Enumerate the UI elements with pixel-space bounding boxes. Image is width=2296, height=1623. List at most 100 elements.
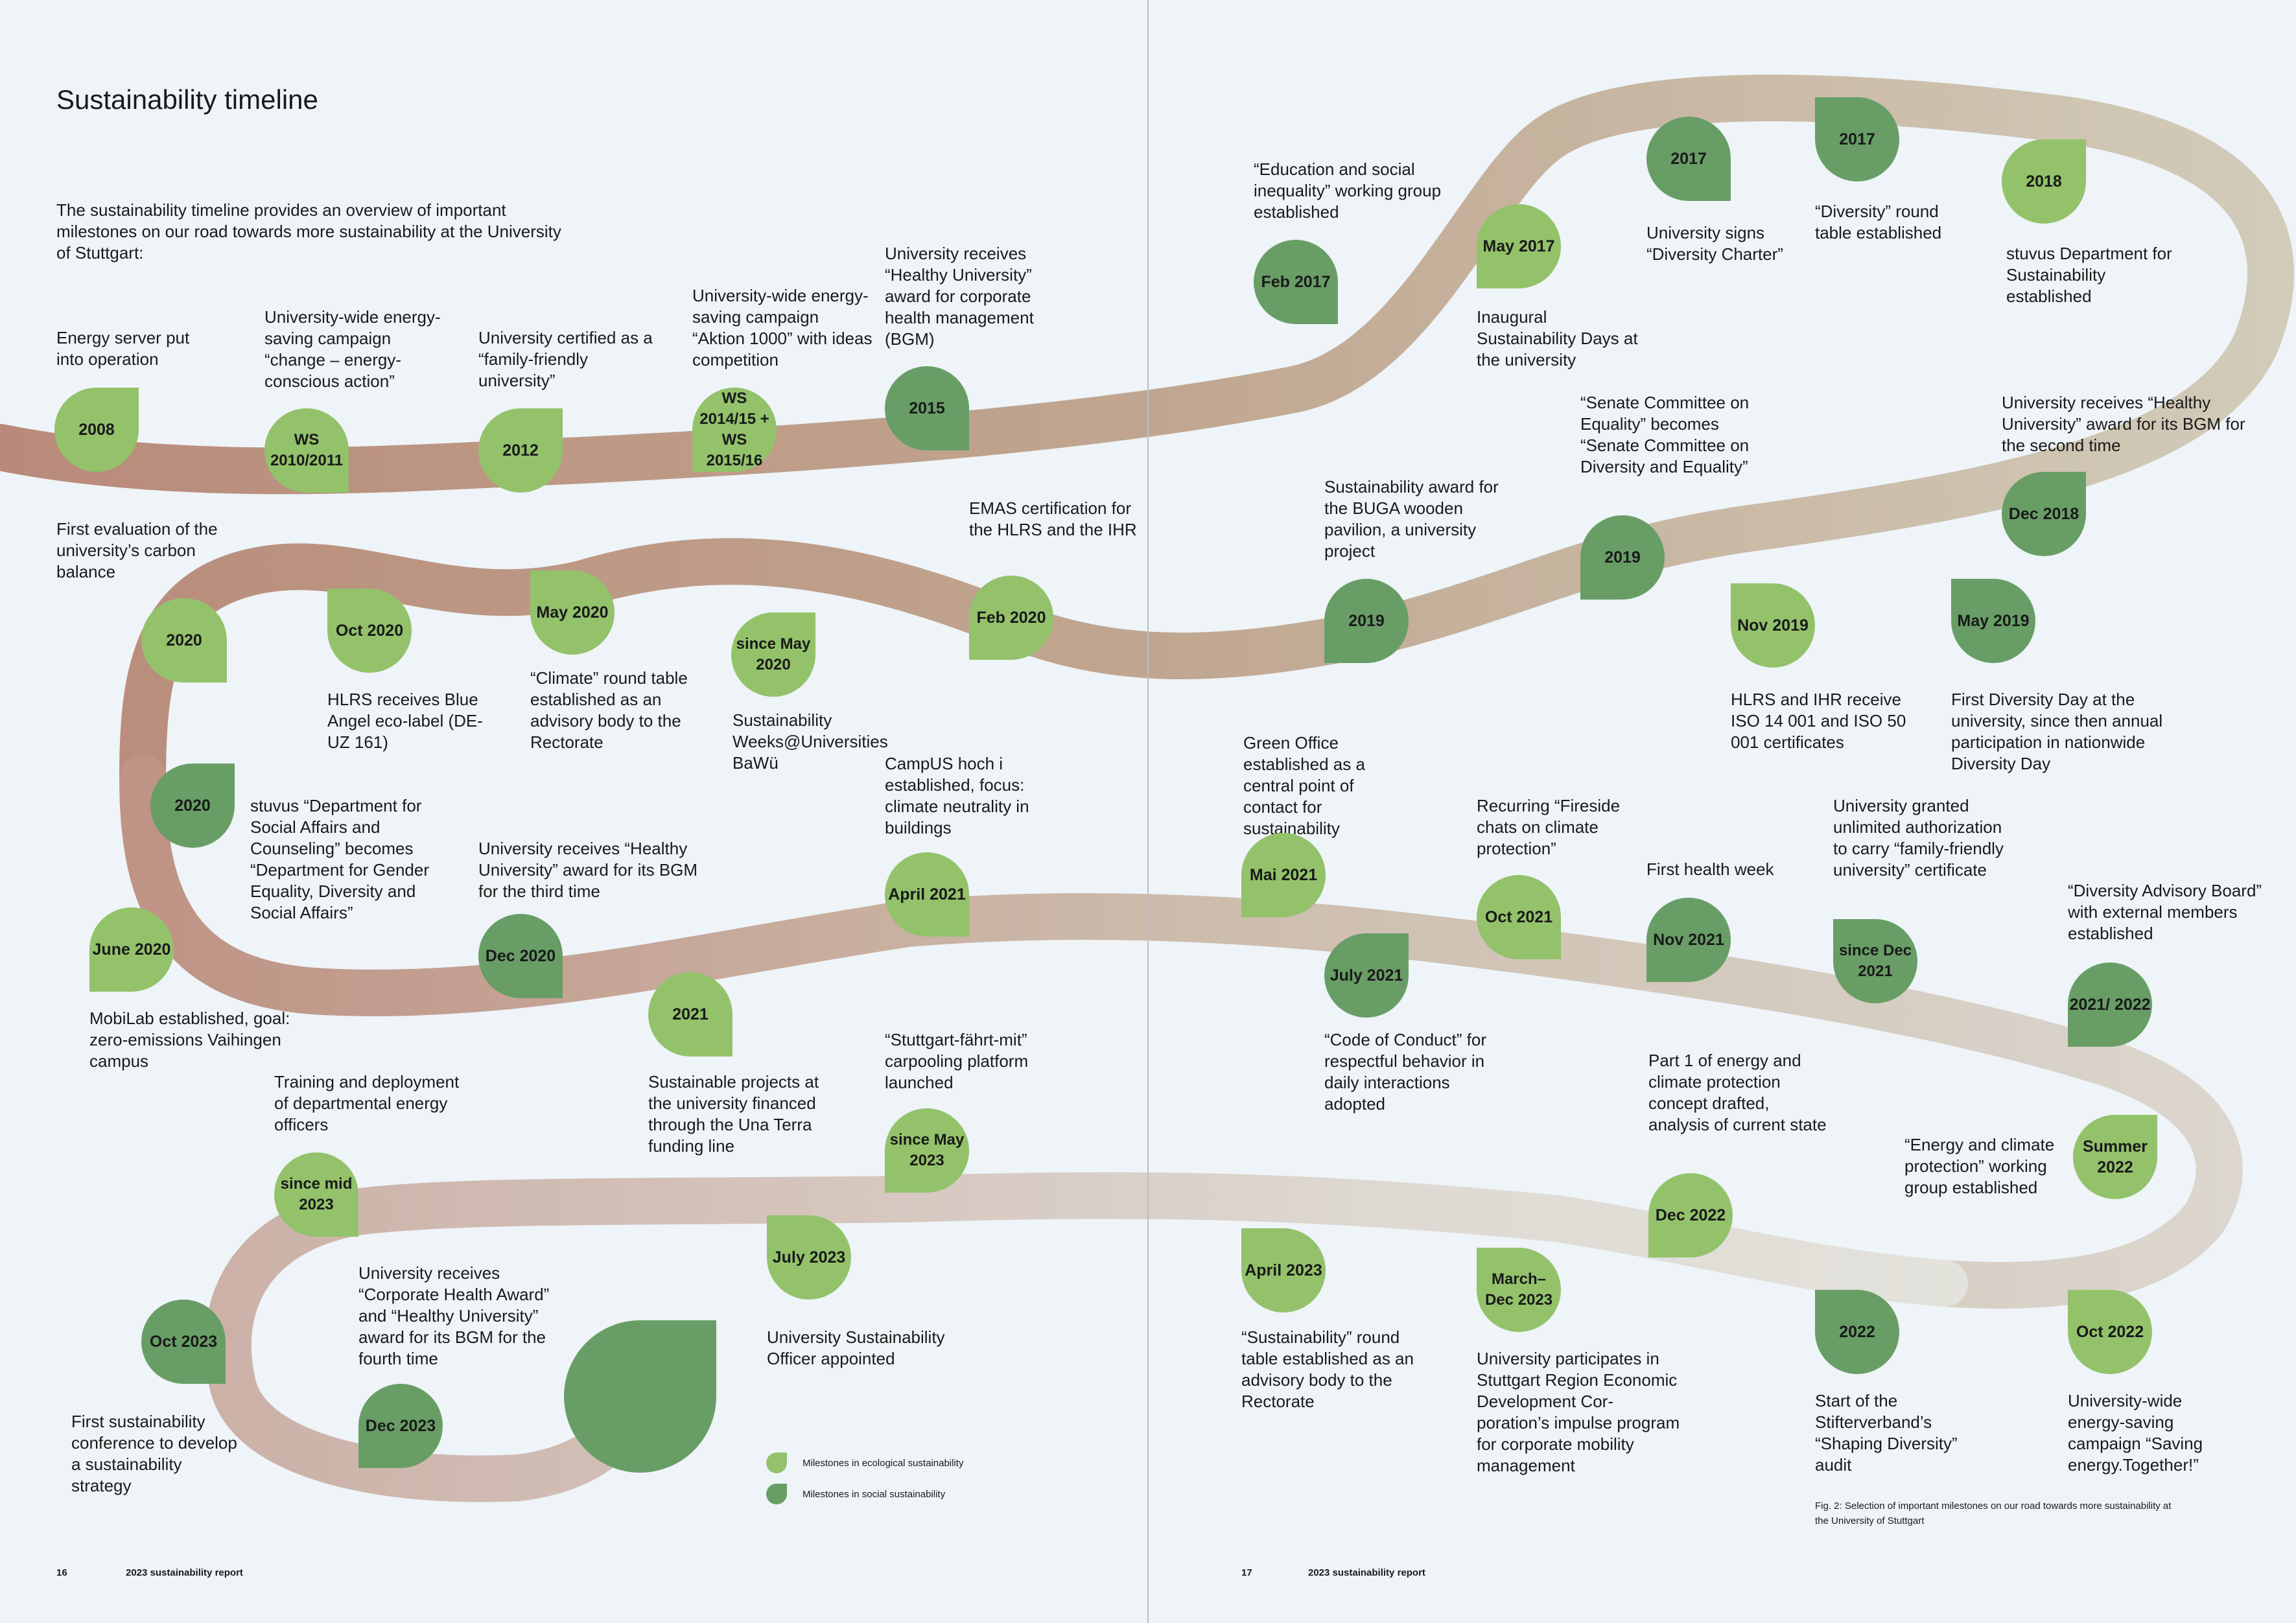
milestone-202122: 2021/ 2022 [2068,963,2152,1047]
text-april2023: “Sustainability” round table established… [1241,1327,1414,1411]
page-title: Sustainability timeline [56,84,318,115]
milestone-ws2014: WS 2014/15 + WS 2015/16 [692,388,777,472]
milestone-feb2020: Feb 2020 [969,576,1053,660]
road-end-marker [564,1320,716,1473]
text-since2023: “Stuttgart-fährt-mit” carpooling platfor… [885,1030,1029,1092]
road-segment-1 [0,75,2294,801]
milestone-since2021: since Dec 2021 [1833,919,1917,1003]
text-july2023: University Sustainability Officer appoin… [767,1327,945,1368]
milestone-since2020: since May 2020 [731,613,815,697]
milestone-march2023: March– Dec 2023 [1477,1248,1561,1332]
milestone-june2020: June 2020 [89,907,174,992]
legend-ecological-label: Milestones in ecological sustainability [802,1457,964,1469]
milestone-2019b: 2019 [1324,579,1409,663]
text-2019b: Sustainability award for the BUGA wooden… [1324,477,1499,561]
text-sincemid2023: Training and deployment of departmental … [274,1072,460,1134]
milestone-2018: 2018 [2002,139,2086,224]
page-fold [1147,0,1149,1623]
text-since2020: Sustainability Weeks@Universities BaWü [732,710,888,773]
text-may2019: First Diversity Day at the university, s… [1951,690,2163,773]
milestone-dec2022: Dec 2022 [1648,1173,1733,1257]
text-dec2018: University receives “Healthy University”… [2002,393,2245,455]
text-may2017: Inaugural Sustainability Days at the uni… [1477,307,1638,369]
road-segment-3 [204,1172,1968,1502]
text-april2021: CampUS hoch i established, focus: climat… [885,754,1029,837]
milestone-2017b: 2017 [1815,97,1899,181]
milestone-feb2017: Feb 2017 [1254,240,1338,324]
text-oct2020: HLRS receives Blue Angel eco-label (DE-U… [327,690,483,752]
milestone-nov2019: Nov 2019 [1731,583,1815,668]
legend-row-social: Milestones in social sustainability [766,1483,963,1505]
milestone-ws2010: WS 2010/2011 [264,408,349,493]
milestone-april2023: April 2023 [1241,1228,1326,1313]
milestone-may2017: May 2017 [1477,204,1561,288]
milestone-oct2023: Oct 2023 [141,1300,226,1384]
right-footer-title: 2023 sustainability report [1308,1567,1425,1578]
text-since2021: University granted unlimited authorizati… [1833,796,2004,880]
milestone-july2023: July 2023 [767,1215,851,1300]
milestone-april2021: April 2021 [885,852,969,937]
milestone-summer2022: Summer 2022 [2073,1115,2157,1199]
text-mai2021: Green Office established as a central po… [1243,733,1365,838]
text-march2023: University participates in Stuttgart Reg… [1477,1349,1680,1475]
milestone-since2023: since May 2023 [885,1108,969,1193]
milestone-sincemid2023: since mid 2023 [274,1152,358,1237]
text-feb2017: “Education and social inequality” workin… [1254,159,1442,222]
text-nov2019: HLRS and IHR receive ISO 14 001 and ISO … [1731,690,1906,752]
milestone-2008: 2008 [54,388,139,472]
milestone-oct2020: Oct 2020 [327,589,412,673]
text-may2020: “Climate” round table established as an … [530,668,688,752]
milestone-2012: 2012 [478,408,563,493]
left-footer-title: 2023 sustainability report [126,1567,243,1578]
milestone-nov2021: Nov 2021 [1646,898,1731,982]
milestone-mai2021: Mai 2021 [1241,833,1326,917]
text-2015: University receives “Healthy University”… [885,244,1034,349]
text-dec2023: University receives “Corporate Health Aw… [358,1263,550,1368]
text-oct2021: Recurring “Fireside chats on climate pro… [1477,796,1621,858]
text-summer2022: “Energy and climate protection” working … [1904,1135,2055,1197]
text-2017b: “Diversity” round table established [1815,202,1942,242]
text-dec2022: Part 1 of energy and climate protection … [1648,1051,1827,1134]
milestone-2020a: 2020 [141,598,227,683]
text-2022: Start of the Stifterverband’s “Shaping D… [1815,1391,1958,1475]
legend: Milestones in ecological sustainability … [766,1452,963,1514]
milestone-2019a: 2019 [1580,515,1665,600]
text-2020a: First evaluation of the university’s car… [56,519,218,581]
text-ws2014: University-wide energy-saving campaign “… [692,286,873,369]
text-june2020: MobiLab established, goal: zero-emission… [89,1009,290,1071]
legend-ecological-swatch [766,1453,787,1473]
text-2008: Energy server put into operation [56,328,190,369]
text-july2021: “Code of Conduct” for respectful behavio… [1324,1030,1487,1114]
milestone-dec2018: Dec 2018 [2002,472,2086,556]
legend-row-ecological: Milestones in ecological sustainability [766,1452,963,1474]
milestone-july2021: July 2021 [1324,933,1409,1018]
legend-social-swatch [766,1484,787,1504]
text-2012: University certified as a “family-friend… [478,328,653,390]
text-oct2023: First sustainability conference to devel… [71,1412,237,1495]
milestone-dec2023: Dec 2023 [358,1384,443,1468]
right-page-number: 17 [1241,1567,1252,1578]
milestone-oct2021: Oct 2021 [1477,875,1561,959]
milestone-may2020: May 2020 [530,570,615,655]
milestone-oct2022: Oct 2022 [2068,1290,2152,1374]
text-feb2020: EMAS certification for the HLRS and the … [969,498,1137,539]
text-2017a: University signs “Diversity Charter” [1646,223,1783,264]
milestone-may2019: May 2019 [1951,579,2035,663]
text-ws2010: University-wide energy-saving campaign “… [264,307,441,391]
text-dec2020: University receives “Healthy University”… [478,839,698,901]
left-page-number: 16 [56,1567,67,1578]
text-202122: “Diversity Advisory Board” with external… [2068,881,2262,943]
text-oct2022: University-wide energy-saving campaign “… [2068,1391,2203,1475]
milestone-2021: 2021 [648,972,732,1057]
milestone-2020b: 2020 [150,764,235,848]
milestone-2017a: 2017 [1646,117,1731,201]
milestone-dec2020: Dec 2020 [478,914,563,998]
figure-caption: Fig. 2: Selection of important milestone… [1815,1500,2172,1526]
text-nov2021: First health week [1646,859,1774,879]
milestone-2022: 2022 [1815,1290,1899,1374]
text-2020b: stuvus “Department for Social Affairs an… [250,796,430,922]
milestone-2015: 2015 [885,366,969,450]
text-2021: Sustainable projects at the university f… [648,1072,819,1156]
text-2018: stuvus Department for Sustainability est… [2006,244,2172,306]
legend-social-label: Milestones in social sustainability [802,1488,946,1500]
